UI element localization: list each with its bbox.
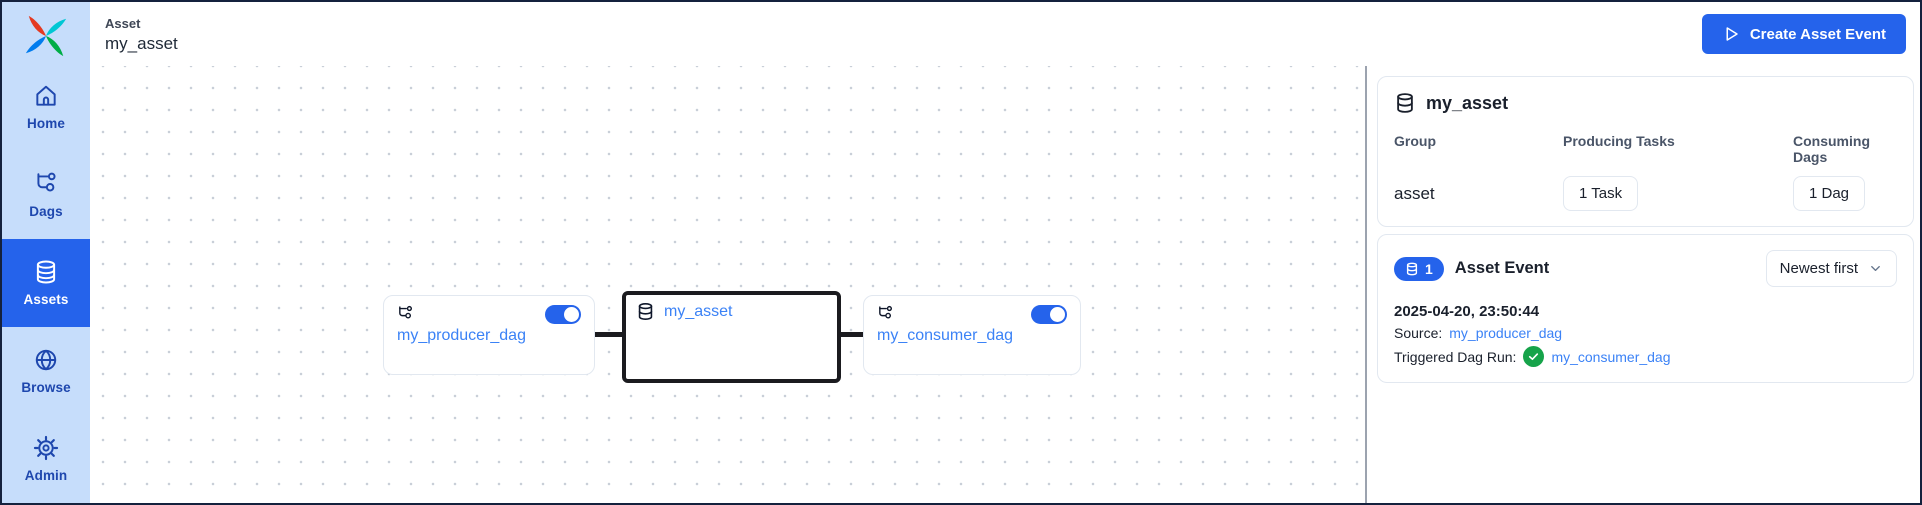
sidebar-item-admin[interactable]: Admin	[2, 415, 90, 503]
page-title: my_asset	[105, 34, 178, 53]
asset-details-panel: my_asset Group Producing Tasks Consuming…	[1365, 66, 1920, 503]
success-check-icon	[1523, 346, 1545, 367]
sidebar-item-label: Home	[27, 116, 65, 131]
database-icon	[1397, 93, 1413, 113]
play-icon	[1726, 27, 1738, 41]
section-label: Asset	[105, 16, 141, 31]
airflow-logo[interactable]	[2, 2, 90, 63]
edge-asset-to-consumer	[835, 332, 869, 337]
group-value: asset	[1394, 183, 1435, 203]
node-label[interactable]: my_consumer_dag	[877, 327, 1014, 344]
sidebar-item-browse[interactable]: Browse	[2, 327, 90, 415]
event-source-label: Source:	[1394, 325, 1443, 341]
producing-tasks-button[interactable]: 1 Task	[1563, 176, 1639, 211]
event-count-badge: 1	[1394, 256, 1444, 281]
node-label[interactable]: my_producer_dag	[397, 327, 526, 344]
breadcrumb: Asset my_asset	[105, 14, 178, 54]
gear-icon	[33, 435, 59, 461]
sidebar-item-assets[interactable]: Assets	[2, 239, 90, 327]
sidebar-item-label: Dags	[29, 204, 63, 219]
node-label[interactable]: my_asset	[664, 302, 733, 320]
main-area: Asset my_asset Create Asset Event	[90, 2, 1920, 503]
edge-producer-to-asset	[592, 332, 628, 337]
event-count: 1	[1425, 260, 1433, 277]
chevron-down-icon	[1868, 261, 1883, 276]
dag-icon	[399, 305, 413, 319]
event-timestamp: 2025-04-20, 23:50:44	[1394, 303, 1540, 320]
home-icon	[36, 85, 56, 106]
airflow-pinwheel-icon	[25, 15, 67, 56]
event-sort-value: Newest first	[1779, 260, 1858, 277]
sidebar-item-label: Browse	[21, 380, 71, 395]
content-area: my_producer_dag my_asset	[90, 66, 1920, 503]
database-icon	[638, 303, 653, 320]
graph-node-consumer-dag[interactable]: my_consumer_dag	[863, 295, 1081, 375]
asset-summary-card: my_asset Group Producing Tasks Consuming…	[1377, 76, 1914, 227]
consuming-dags-label: Consuming Dags	[1793, 133, 1870, 165]
graph-canvas[interactable]: my_producer_dag my_asset	[90, 66, 1365, 503]
dag-icon	[879, 305, 893, 319]
sidebar-item-home[interactable]: Home	[2, 63, 90, 151]
event-run-label: Triggered Dag Run:	[1394, 348, 1517, 365]
sidebar-nav: Home Dags Assets	[2, 63, 90, 503]
dag-pause-toggle[interactable]	[1031, 305, 1067, 324]
event-run-link[interactable]: my_consumer_dag	[1551, 348, 1671, 365]
asset-events-card: 1 Asset Event Newest first	[1377, 234, 1914, 383]
group-label: Group	[1394, 133, 1436, 149]
dag-icon	[37, 172, 56, 192]
database-icon	[1406, 262, 1418, 275]
sidebar: Home Dags Assets	[2, 2, 90, 503]
database-icon	[36, 260, 56, 284]
sidebar-item-label: Assets	[23, 292, 69, 307]
graph-node-producer-dag[interactable]: my_producer_dag	[383, 295, 595, 375]
toggle-knob	[1050, 307, 1065, 322]
asset-event-item: 2025-04-20, 23:50:44 Source: my_producer…	[1394, 303, 1897, 367]
create-asset-event-button[interactable]: Create Asset Event	[1701, 14, 1906, 54]
sidebar-item-dags[interactable]: Dags	[2, 151, 90, 239]
producing-tasks-label: Producing Tasks	[1563, 133, 1675, 149]
toggle-knob	[564, 307, 579, 322]
page-header: Asset my_asset Create Asset Event	[90, 2, 1920, 66]
graph-node-asset[interactable]: my_asset	[622, 291, 841, 383]
event-sort-select[interactable]: Newest first	[1765, 250, 1897, 287]
sidebar-item-label: Admin	[24, 468, 68, 483]
event-card-title: Asset Event	[1454, 259, 1550, 277]
dag-pause-toggle[interactable]	[545, 305, 581, 324]
create-asset-event-label: Create Asset Event	[1749, 25, 1886, 43]
consuming-dags-button[interactable]: 1 Dag	[1793, 176, 1866, 211]
asset-card-title: my_asset	[1426, 92, 1509, 113]
event-source-link[interactable]: my_producer_dag	[1449, 325, 1563, 341]
globe-icon	[35, 349, 57, 371]
